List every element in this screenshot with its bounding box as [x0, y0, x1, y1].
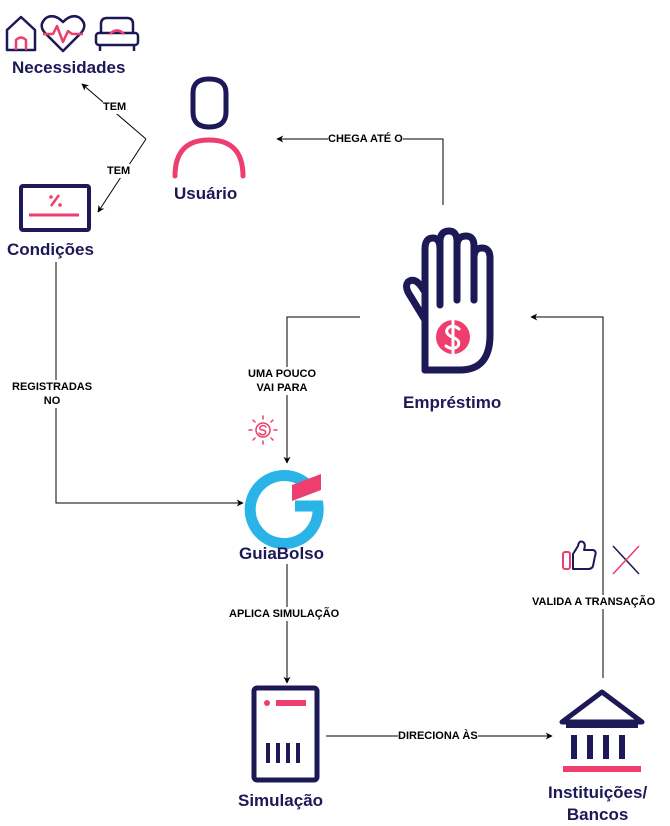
edge-label-uma-pouco: UMA POUCO VAI PARA: [248, 367, 317, 395]
edge-chega-ate: [276, 135, 444, 205]
connectors: [55, 83, 604, 740]
user-icon: [172, 76, 246, 179]
edge-label-direciona: DIRECIONA ÀS: [398, 729, 478, 743]
laptop-percent-icon: [19, 184, 91, 232]
label-usuario: Usuário: [174, 184, 238, 203]
thumbs-up-icon: [562, 540, 597, 570]
label-simulacao: Simulação: [238, 791, 324, 810]
edge-label-tem-necessidades: TEM: [103, 100, 127, 114]
label-necessidades: Necessidades: [12, 58, 126, 77]
hand-money-icon: [403, 227, 494, 374]
edge-label-uma-pouco-line1: UMA POUCO: [248, 368, 317, 380]
edge-uma-pouco: [283, 316, 360, 464]
edge-label-registradas: REGISTRADAS NO: [12, 380, 93, 408]
guiabolso-logo-icon: [244, 470, 324, 550]
sun-dollar-icon: [248, 415, 278, 445]
edge-label-registradas-line2: NO: [43, 395, 61, 407]
close-icon: [612, 545, 640, 575]
edge-valida: [530, 313, 604, 678]
edge-label-registradas-line1: REGISTRADAS: [12, 381, 93, 393]
label-instituicoes-line1: Instituições/: [548, 783, 648, 802]
label-condicoes: Condições: [7, 240, 94, 259]
bank-icon: [559, 689, 645, 772]
edge-label-valida: VALIDA A TRANSAÇÃO: [532, 595, 656, 609]
edge-label-uma-pouco-line2: VAI PARA: [256, 382, 308, 394]
edge-label-aplica-simulacao: APLICA SIMULAÇÃO: [229, 607, 340, 621]
label-instituicoes: Instituições/ Bancos: [548, 782, 647, 826]
label-guiabolso: GuiaBolso: [239, 544, 325, 563]
heart-pulse-icon: [40, 14, 86, 53]
house-icon: [5, 15, 37, 52]
label-emprestimo: Empréstimo: [403, 393, 502, 412]
edge-registradas: [55, 262, 244, 507]
calculator-icon: [251, 685, 320, 783]
edge-label-chega-ate: CHEGA ATÉ O: [328, 132, 403, 146]
car-icon: [94, 16, 140, 51]
edge-label-tem-condicoes: TEM: [107, 164, 131, 178]
label-instituicoes-line2: Bancos: [566, 805, 629, 824]
